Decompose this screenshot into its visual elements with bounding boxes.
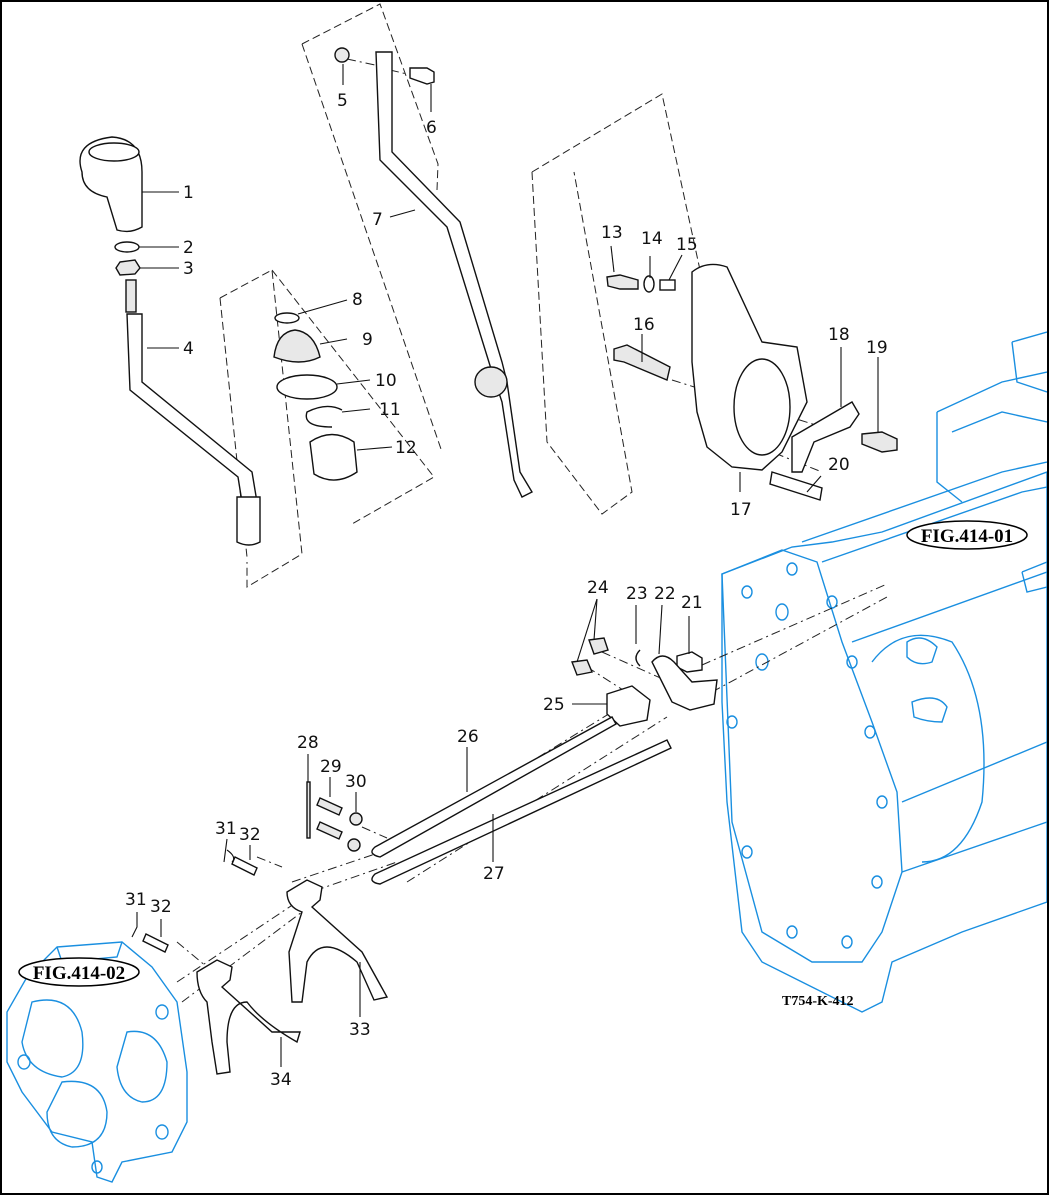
part-rubber-boot [273,329,321,363]
part-threaded-stud [125,279,137,313]
callout-14: 14 [641,229,663,249]
part-shift-fork-34 [196,959,301,1075]
part-shift-rod-27 [371,739,672,885]
callout-34: 34 [270,1070,292,1090]
callout-23: 23 [626,584,648,604]
callout-28: 28 [297,733,319,753]
part-lever-ball [474,366,508,398]
assembly-box-housing [531,93,701,271]
callout-29: 29 [320,757,342,777]
callout-31b: 31 [125,890,147,910]
callout-10: 10 [375,371,397,391]
part-bolt-24b [571,659,593,676]
part-ball-30a [349,812,363,826]
part-pin-20 [769,471,823,501]
part-bolt-16 [613,344,671,381]
callout-24: 24 [587,578,609,598]
part-spring-pin-32b [142,933,169,953]
callout-26: 26 [457,727,479,747]
callout-4: 4 [183,339,194,359]
drawing-code: T754-K-412 [782,994,854,1009]
part-shift-fork-33 [286,879,389,1003]
part-collar [606,685,651,727]
callout-1: 1 [183,183,194,203]
part-spring-pin-32a [231,856,258,876]
part-nut [115,259,141,276]
part-coil-spring [309,433,358,481]
callout-27: 27 [483,864,505,884]
part-e-clip [635,649,641,667]
callout-20: 20 [828,455,850,475]
callout-33: 33 [349,1020,371,1040]
callout-25: 25 [543,695,565,715]
part-spring-29a [316,797,343,816]
callout-18: 18 [828,325,850,345]
part-washer-14 [643,275,655,293]
part-bolt-19 [861,431,898,453]
part-shift-rod-26 [371,716,617,858]
callout-7: 7 [372,210,383,230]
shift-cover-housing [6,941,188,1183]
figure-reference-label: FIG.414-01 [921,526,1013,547]
part-o-ring [276,374,338,400]
part-washer [114,241,140,253]
part-ball-30b [347,838,361,852]
callout-3: 3 [183,259,194,279]
part-bolt [409,67,435,85]
assembly-box-lever [301,3,439,191]
transmission-case-housing [721,331,1047,1013]
part-pin-15 [659,279,676,291]
callout-16: 16 [633,315,655,335]
part-pin-28 [306,781,311,839]
part-spring-29b [316,821,343,840]
callout-2: 2 [183,238,194,258]
callout-15: 15 [676,235,698,255]
part-shift-knob [79,136,143,233]
part-shift-arm [651,655,718,711]
callout-32b: 32 [150,897,172,917]
part-snap-ring [305,405,343,428]
callout-8: 8 [352,290,363,310]
figure-reference-414-02[interactable]: FIG.414-02 [18,957,140,987]
callout-32a: 32 [239,825,261,845]
callout-12: 12 [395,438,417,458]
callout-11: 11 [379,400,401,420]
callout-22: 22 [654,584,676,604]
callout-30: 30 [345,772,367,792]
callout-17: 17 [730,500,752,520]
part-upper-lever [375,51,533,498]
part-bolt-24a [588,637,609,655]
part-clip [274,312,300,324]
callout-9: 9 [362,330,373,350]
callout-6: 6 [426,118,437,138]
callout-19: 19 [866,338,888,358]
callout-31a: 31 [215,819,237,839]
part-bolt-13 [606,274,639,290]
part-bracket [791,401,860,473]
figure-reference-label: FIG.414-02 [33,963,125,984]
callout-21: 21 [681,593,703,613]
callout-5: 5 [337,91,348,111]
callout-13: 13 [601,223,623,243]
figure-reference-414-01[interactable]: FIG.414-01 [906,520,1028,550]
leader-lines [131,64,879,1067]
part-lock-nut [334,47,350,63]
